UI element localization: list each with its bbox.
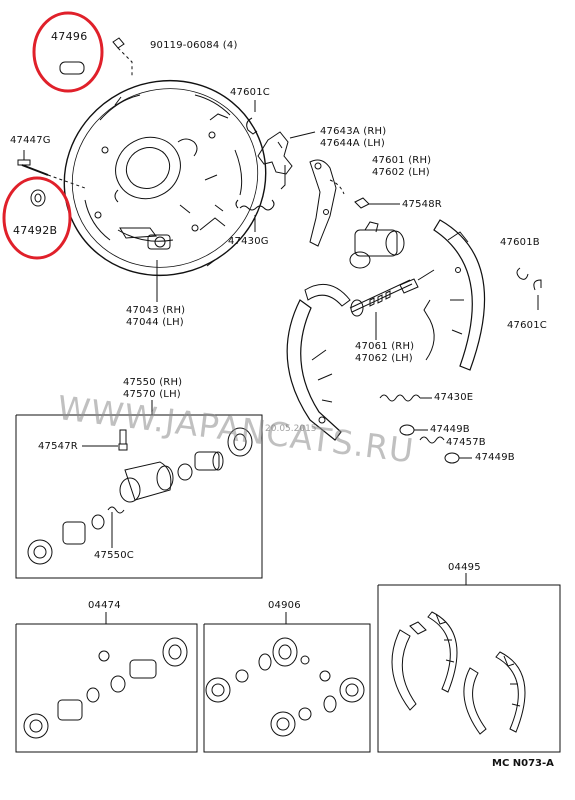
highlight-47492B (2, 176, 72, 260)
label-47601C-top: 47601C (230, 87, 270, 98)
label-47550: 47550 (RH) (123, 377, 183, 388)
lever-47601 (309, 159, 345, 247)
kit-04474 (23, 637, 188, 739)
label-47601: 47601 (RH) (372, 155, 432, 166)
label-47449B-upper: 47449B (430, 424, 470, 435)
label-47643A: 47643A (RH) (320, 126, 387, 137)
label-47043: 47043 (RH) (126, 305, 186, 316)
label-47496: 47496 (51, 30, 88, 43)
brake-shoe-right (423, 219, 486, 371)
label-47062: 47062 (LH) (355, 353, 413, 364)
label-47570: 47570 (LH) (123, 389, 181, 400)
label-47601B: 47601B (500, 237, 540, 248)
label-04495: 04495 (448, 562, 481, 573)
label-47601C-right: 47601C (507, 320, 547, 331)
brake-shoe-kit-04495 (391, 611, 526, 735)
bracket-47643A (257, 131, 316, 190)
spring-47430G (235, 199, 275, 232)
label-47602: 47602 (LH) (372, 167, 430, 178)
watermark-date: 20.05.2015 (265, 424, 317, 434)
label-47061: 47061 (RH) (355, 341, 415, 352)
highlight-47496 (32, 11, 104, 93)
brake-shoe-left (286, 283, 351, 441)
label-47457B: 47457B (446, 437, 486, 448)
label-47548R: 47548R (402, 199, 442, 210)
label-47492B: 47492B (13, 224, 58, 237)
label-04906: 04906 (268, 600, 301, 611)
label-47430E: 47430E (434, 392, 474, 403)
label-47644A: 47644A (LH) (320, 138, 385, 149)
label-47547R: 47547R (38, 441, 78, 452)
label-04474: 04474 (88, 600, 121, 611)
clip-47601C-top (246, 100, 258, 135)
wheel-cylinder-upper (349, 221, 405, 269)
label-47550C: 47550C (94, 550, 134, 561)
label-47430G: 47430G (228, 236, 269, 247)
kit-04906 (205, 637, 365, 737)
bolt-47447G (17, 150, 86, 189)
label-47449B-lower: 47449B (475, 452, 515, 463)
wheel-cylinder-exploded (27, 427, 253, 565)
label-90119-06084: 90119-06084 (4) (150, 40, 238, 51)
backing-plate (63, 79, 267, 302)
label-47447G: 47447G (10, 135, 51, 146)
adjuster-47061 (349, 269, 435, 340)
diagram-code: MC N073-A (492, 758, 554, 769)
label-47044: 47044 (LH) (126, 317, 184, 328)
